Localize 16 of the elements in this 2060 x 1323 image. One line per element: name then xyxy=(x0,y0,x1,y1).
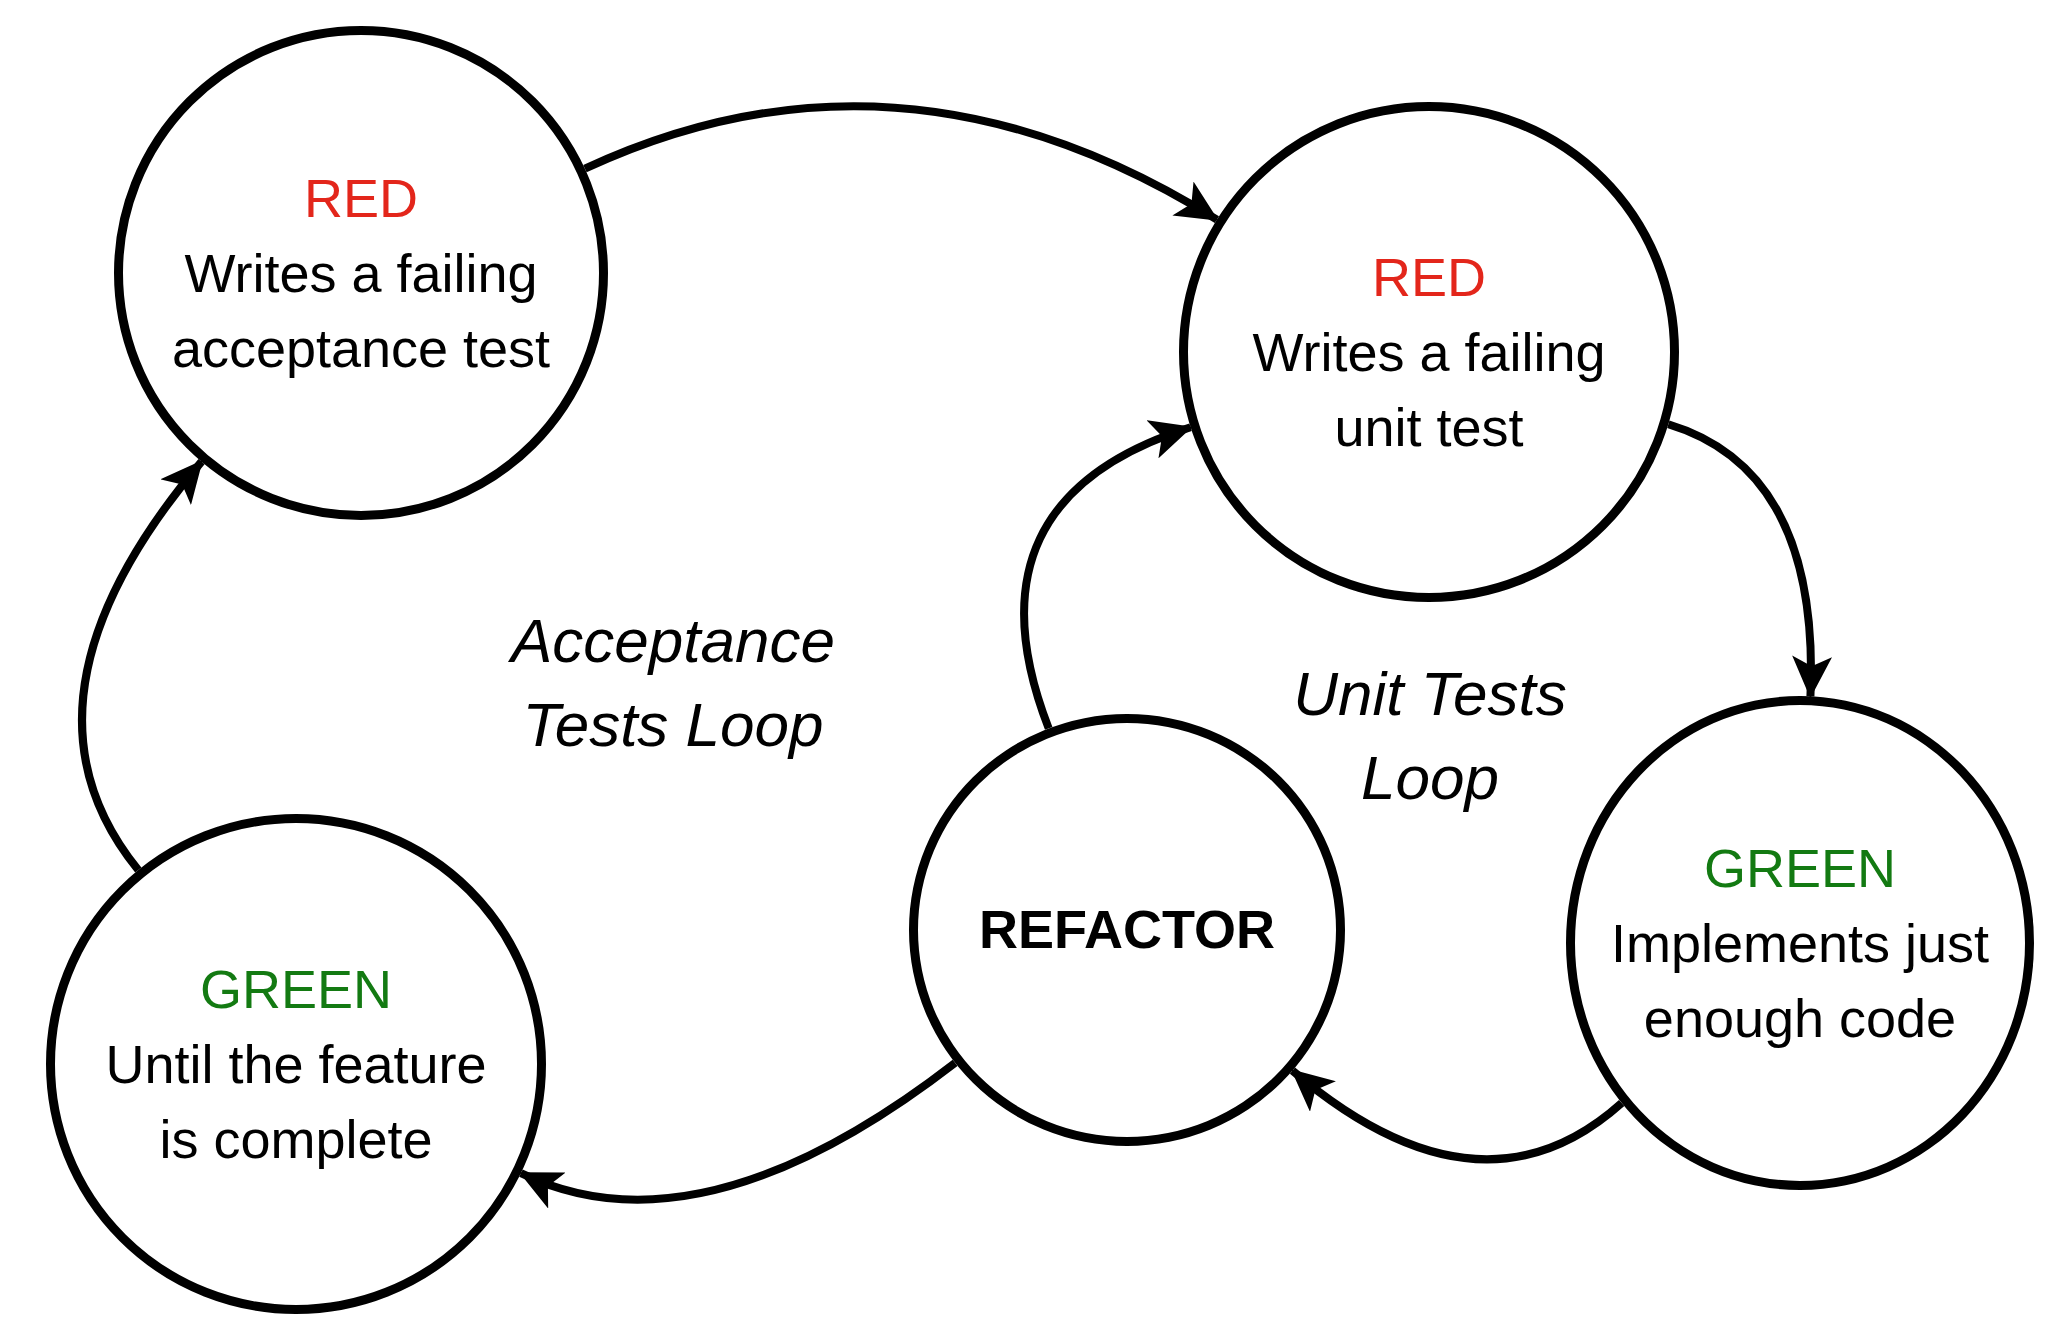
state-description: Until the feature is complete xyxy=(104,1033,488,1171)
state-heading: RED xyxy=(304,166,418,230)
state-description: Writes a failing unit test xyxy=(1251,321,1607,459)
state-heading: GREEN xyxy=(1703,836,1896,900)
curved-arrow xyxy=(1666,420,1831,699)
state-description: Writes a failing acceptance test xyxy=(170,242,552,380)
loop-label: Acceptance Tests Loop xyxy=(463,599,883,767)
loop-label: Unit Tests Loop xyxy=(1292,658,1568,814)
state-label: REFACTOR xyxy=(979,898,1275,962)
state-heading: GREEN xyxy=(199,957,392,1021)
curved-arrow xyxy=(519,1059,958,1207)
state-heading: RED xyxy=(1372,245,1486,309)
curved-arrow xyxy=(583,102,1219,224)
state-description: Implements just enough code xyxy=(1609,912,1991,1050)
curved-arrow xyxy=(78,459,205,873)
curved-arrow xyxy=(1020,422,1193,730)
